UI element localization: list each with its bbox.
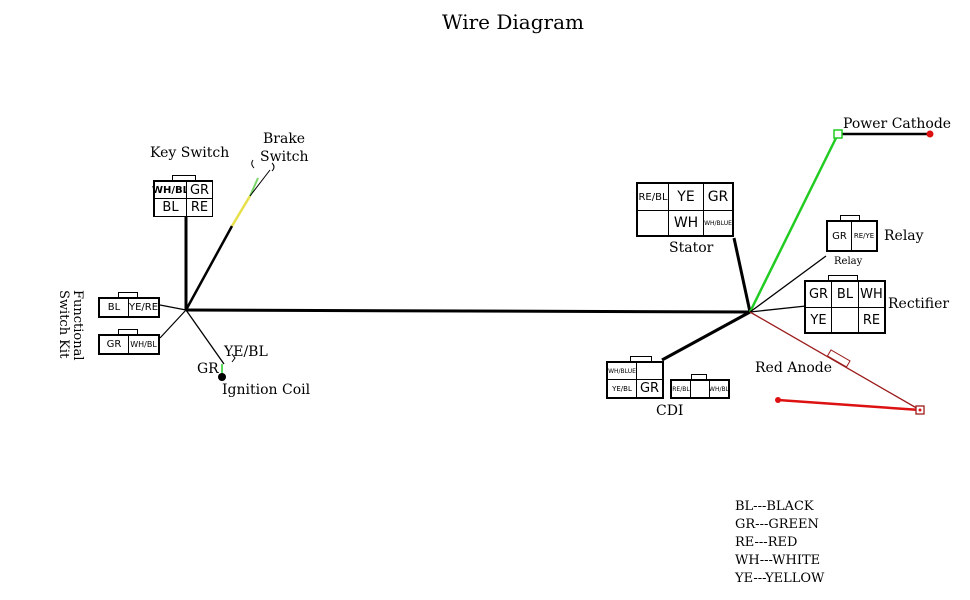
cdi-left-pin: WH/BLUE xyxy=(607,362,637,380)
ignition-bracket xyxy=(231,353,236,363)
rectifier-pin: RE xyxy=(858,307,885,333)
legend-item: WH---WHITE xyxy=(735,553,821,568)
func-switch-bottom-connector: GR WH/BL xyxy=(98,334,160,355)
anode-wire-red xyxy=(777,398,921,412)
fuse-icon xyxy=(826,349,851,368)
brake-switch-wire-black xyxy=(184,225,234,311)
func-switch-top-connector: BL YE/RE xyxy=(98,297,160,318)
cdi-left-pin: YE/BL xyxy=(607,379,637,398)
power-cathode-terminal xyxy=(833,129,843,139)
cdi-right-connector: RE/BL WH/BL xyxy=(670,379,730,399)
rectifier-label: Rectifier xyxy=(888,296,950,312)
stator-pin: YE xyxy=(668,183,704,211)
anode-wire-darkred xyxy=(749,311,921,411)
key-switch-pin: BL xyxy=(154,198,187,217)
key-switch-pin: GR xyxy=(186,181,213,199)
brake-switch-wire-end xyxy=(249,169,271,197)
relay-connector: GR RE/YE xyxy=(826,220,878,252)
ignition-gr-label: GR xyxy=(197,361,219,377)
ignition-yebl-label: YE/BL xyxy=(224,344,268,360)
power-cathode-wire-green xyxy=(748,133,840,313)
relay-pin: GR xyxy=(827,221,852,251)
functional-switch-label-line1: Functional xyxy=(70,290,85,361)
power-cathode-label: Power Cathode xyxy=(843,116,952,132)
rectifier-pin: WH xyxy=(858,281,885,308)
functional-switch-label-line2: Switch Kit xyxy=(56,290,72,359)
legend-item: BL---BLACK xyxy=(735,499,814,514)
relay-wire xyxy=(749,255,827,313)
relay-label: Relay xyxy=(884,228,924,244)
ignition-coil-dot xyxy=(218,373,226,381)
func-switch-top-pin: BL xyxy=(99,298,129,317)
main-harness-wire xyxy=(185,308,751,314)
brake-switch-bracket xyxy=(251,159,255,169)
rectifier-pin: GR xyxy=(805,281,832,308)
func-switch-wire-top xyxy=(159,304,187,311)
key-switch-pin: WH/BL xyxy=(152,181,189,199)
anode-terminal-dot xyxy=(918,408,922,412)
red-anode-label: Red Anode xyxy=(755,360,833,376)
legend-item: RE---RED xyxy=(735,535,798,550)
cdi-left-pin-empty xyxy=(636,362,663,380)
rectifier-pin: YE xyxy=(805,307,832,333)
cdi-label: CDI xyxy=(656,403,684,419)
brake-switch-bracket-2 xyxy=(271,162,275,172)
power-cathode-dot xyxy=(926,130,934,138)
ignition-wire xyxy=(185,309,225,365)
rectifier-wire xyxy=(749,305,807,313)
brake-switch-wire-green xyxy=(249,177,259,197)
cdi-right-pin: RE/BL xyxy=(671,380,691,398)
brake-switch-wire-yellow xyxy=(230,195,252,227)
stator-pin-empty xyxy=(637,210,669,236)
rectifier-connector: GR BL WH YE RE xyxy=(804,280,886,334)
anode-dot xyxy=(775,397,781,403)
brake-switch-label-line2: Switch xyxy=(260,149,309,165)
stator-connector: RE/BL YE GR WH WH/BLUE xyxy=(636,182,734,237)
stator-pin: RE/BL xyxy=(637,183,669,211)
diagram-title: Wire Diagram xyxy=(442,10,584,34)
cdi-left-connector: WH/BLUE YE/BL GR xyxy=(606,361,664,399)
cdi-left-pin: GR xyxy=(636,379,663,398)
relay-pin: RE/YE xyxy=(851,221,877,251)
brake-switch-label-line1: Brake xyxy=(263,131,306,147)
func-switch-top-pin: YE/RE xyxy=(128,298,159,317)
key-switch-pin: RE xyxy=(186,198,213,217)
func-switch-bottom-pin: WH/BL xyxy=(128,335,159,354)
func-switch-bottom-pin: GR xyxy=(99,335,129,354)
cdi-wire xyxy=(661,310,751,362)
key-switch-label: Key Switch xyxy=(150,145,230,161)
func-switch-wire-bottom xyxy=(159,309,187,339)
stator-label: Stator xyxy=(669,240,714,256)
key-switch-connector: WH/BL GR BL RE xyxy=(152,180,213,217)
stator-pin: WH/BLUE xyxy=(703,210,733,236)
relay-small-label: Relay xyxy=(834,256,863,267)
stator-wire xyxy=(732,237,752,313)
rectifier-pin: BL xyxy=(831,281,859,308)
ignition-coil-label: Ignition Coil xyxy=(222,382,311,398)
cdi-right-pin-empty xyxy=(690,380,710,398)
functional-switch-label: Functional Switch Kit xyxy=(56,290,85,361)
cdi-right-pin: WH/BL xyxy=(709,380,729,398)
stator-pin: GR xyxy=(703,183,733,211)
legend-item: YE---YELLOW xyxy=(735,571,825,586)
rectifier-pin-empty xyxy=(831,307,859,333)
stator-pin: WH xyxy=(668,210,704,236)
legend-item: GR---GREEN xyxy=(735,517,819,532)
